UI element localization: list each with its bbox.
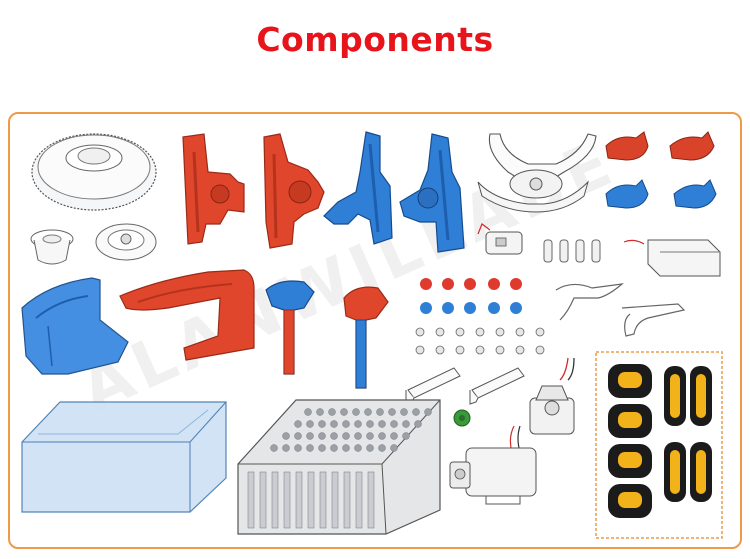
spool bbox=[95, 223, 157, 261]
red-stand bbox=[343, 286, 389, 389]
rails bbox=[405, 367, 525, 405]
motor bbox=[449, 425, 537, 505]
bushing bbox=[30, 229, 74, 265]
led-eyes bbox=[595, 351, 723, 539]
red-ramp bbox=[119, 269, 255, 361]
claw-body bbox=[477, 133, 597, 213]
blue-frame-right bbox=[399, 133, 465, 253]
pegboard bbox=[237, 399, 441, 535]
battery-box bbox=[623, 239, 721, 277]
green-gear bbox=[453, 409, 471, 427]
blue-frame-left bbox=[323, 131, 393, 245]
spring-clips bbox=[555, 283, 686, 337]
page-title: Components bbox=[256, 20, 494, 59]
red-frame-right bbox=[263, 133, 325, 249]
motor-block bbox=[529, 357, 575, 435]
white-pegs bbox=[543, 239, 601, 263]
red-caps bbox=[605, 131, 715, 161]
switch-module bbox=[477, 223, 523, 255]
storage-tray bbox=[21, 401, 227, 513]
blue-stand bbox=[265, 280, 315, 375]
gear-wheel bbox=[31, 133, 157, 211]
screws bbox=[415, 327, 545, 355]
red-dots bbox=[420, 278, 522, 290]
red-frame-left bbox=[182, 133, 245, 245]
blue-dots bbox=[420, 302, 522, 314]
components-illustration bbox=[21, 131, 723, 539]
blue-ramp bbox=[21, 277, 129, 375]
blue-caps bbox=[605, 179, 717, 209]
